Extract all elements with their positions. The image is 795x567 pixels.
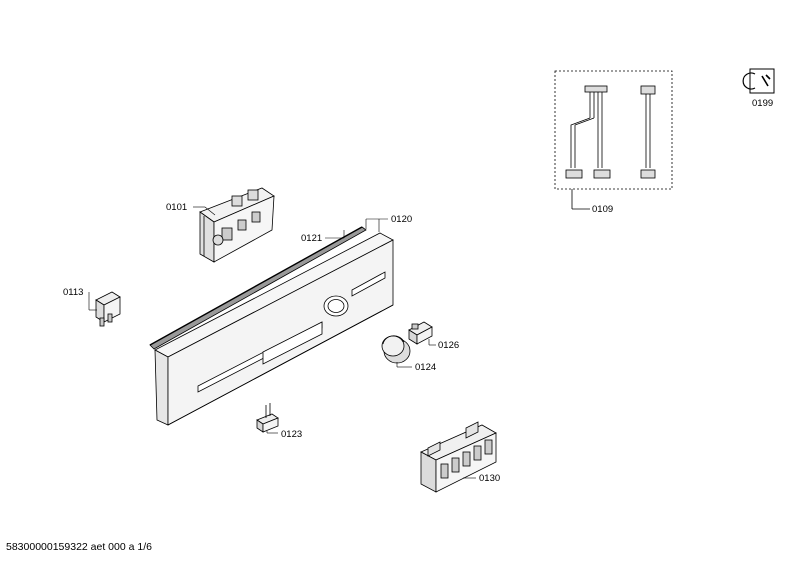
label-0199: 0199 — [752, 98, 773, 109]
label-0120: 0120 — [391, 214, 412, 225]
rotary-knob — [381, 335, 411, 364]
label-0126: 0126 — [438, 340, 459, 351]
small-connector — [256, 403, 279, 433]
label-0101: 0101 — [166, 202, 187, 213]
switch-part — [95, 291, 121, 327]
leader-lines — [88, 206, 476, 479]
electronic-module — [199, 187, 275, 263]
label-0130: 0130 — [479, 473, 500, 484]
terminal-block — [420, 421, 497, 493]
label-0123: 0123 — [281, 429, 302, 440]
label-0124: 0124 — [415, 362, 436, 373]
document-id: 58300000159322 aet 000 a 1/6 — [6, 541, 152, 553]
control-panel-fascia — [154, 232, 394, 426]
wire-harness-set — [554, 70, 673, 210]
seal-strip — [149, 226, 367, 350]
label-0109: 0109 — [592, 204, 613, 215]
label-0113: 0113 — [63, 287, 83, 298]
label-0121: 0121 — [301, 233, 322, 244]
push-button-part — [408, 321, 433, 345]
wrench-tool-icon — [742, 68, 775, 94]
